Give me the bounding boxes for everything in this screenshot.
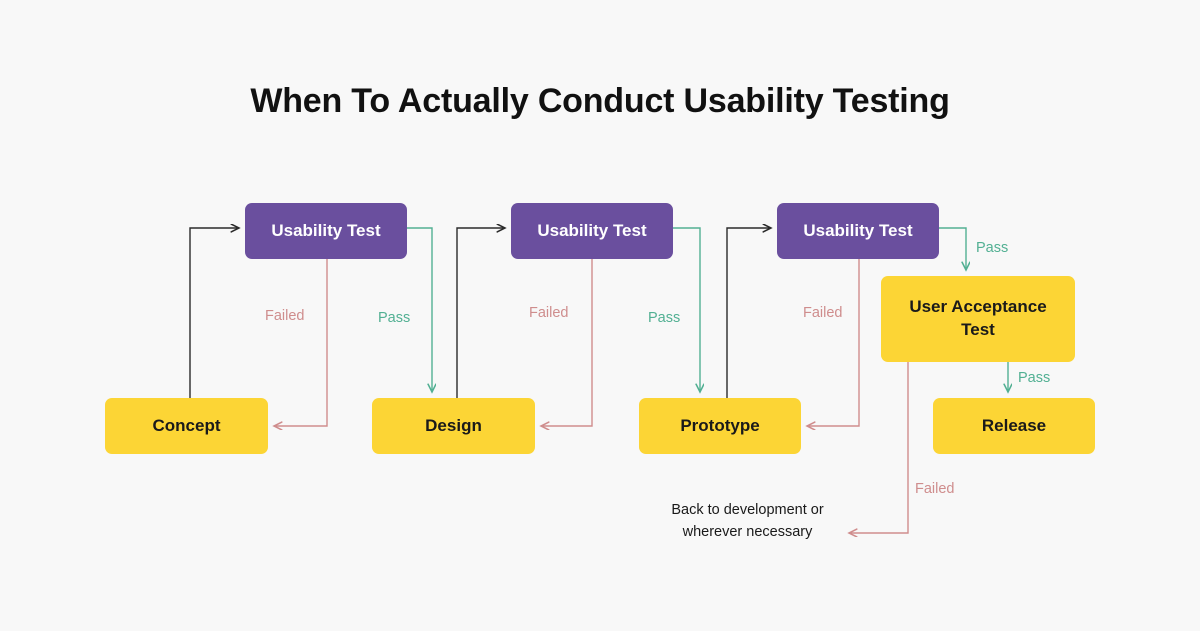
node-concept-label: Concept — [152, 415, 221, 435]
edge-user-acceptance-test-failed-to-back-to-development — [849, 362, 909, 533]
node-design[interactable]: Design — [372, 398, 535, 454]
node-usability-test-2-label: Usability Test — [537, 220, 647, 240]
edge-usability-test-3-failed-to-prototype — [807, 259, 860, 426]
edge-concept-to-usability-test-1 — [189, 228, 239, 412]
node-user-acceptance-test-label: User Acceptance Test — [909, 297, 1047, 339]
node-prototype[interactable]: Prototype — [639, 398, 801, 454]
edge-usability-test-1-pass-to-design — [407, 227, 432, 392]
node-release-label: Release — [981, 415, 1047, 435]
edge-design-to-usability-test-2 — [456, 228, 505, 412]
node-concept[interactable]: Concept — [105, 398, 268, 454]
edge-prototype-to-usability-test-3 — [726, 228, 771, 412]
node-usability-test-3-label: Usability Test — [803, 220, 913, 240]
edge-label-failed-2: Failed — [529, 305, 569, 321]
edge-label-failed-1: Failed — [265, 308, 305, 324]
node-user-acceptance-test[interactable]: User Acceptance Test — [881, 276, 1075, 362]
edge-label-failed-4: Failed — [915, 481, 955, 497]
edge-label-failed-3: Failed — [803, 305, 843, 321]
node-usability-test-1-label: Usability Test — [271, 220, 381, 240]
edge-usability-test-2-failed-to-design — [541, 259, 593, 426]
node-release[interactable]: Release — [933, 398, 1095, 454]
annotation-back-to-development: Back to development or wherever necessar… — [671, 502, 824, 540]
edge-usability-test-3-pass-to-user-acceptance-test — [939, 227, 966, 270]
edge-usability-test-1-failed-to-concept — [274, 259, 328, 426]
edge-label-pass-2: Pass — [648, 310, 681, 326]
node-usability-test-2[interactable]: Usability Test — [511, 203, 673, 259]
node-design-label: Design — [425, 415, 482, 435]
edge-label-pass-1: Pass — [378, 310, 411, 326]
node-usability-test-3[interactable]: Usability Test — [777, 203, 939, 259]
node-prototype-label: Prototype — [680, 415, 760, 435]
edge-label-pass-3: Pass — [976, 240, 1009, 256]
edge-label-pass-4: Pass — [1018, 370, 1051, 386]
node-usability-test-1[interactable]: Usability Test — [245, 203, 407, 259]
page-title: When To Actually Conduct Usability Testi… — [250, 82, 950, 120]
